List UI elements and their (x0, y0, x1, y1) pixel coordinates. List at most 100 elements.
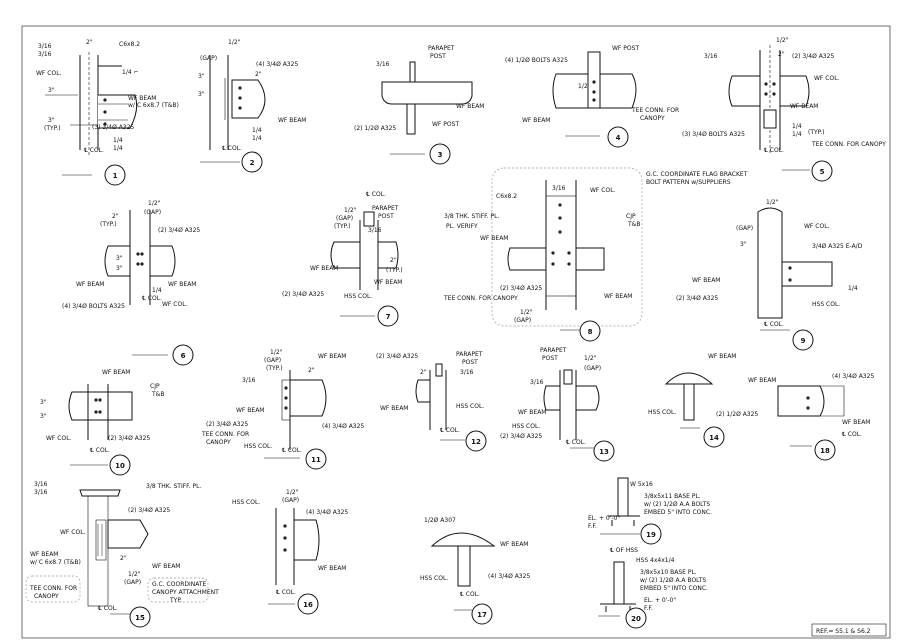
d4-label-1: (4) 1/2Ø BOLTS A325 (505, 57, 568, 64)
d15-label-17: ℄ COL. (98, 605, 118, 612)
d11-label-3: (TYP.) (266, 365, 283, 372)
d8-label-1: G.C. COORDINATE FLAG BRACKET (646, 171, 748, 178)
detail-16 (268, 508, 320, 615)
d10-label-3: T&B (151, 391, 164, 398)
detail-14 (664, 372, 725, 448)
d6-label-13: WF COL. (162, 301, 188, 308)
d9-label-10: ℄ COL. (764, 321, 784, 328)
d1-label-14: 1/4 (113, 145, 123, 152)
d11-label-11: HSS COL. (244, 443, 272, 450)
detail-6 (104, 210, 194, 366)
detail-7 (330, 211, 399, 327)
d6-label-8: WF BEAM (76, 281, 104, 288)
d6-label-6: 3" (116, 255, 123, 262)
d1-label-10: 3" (48, 117, 55, 124)
detail-15 (25, 489, 209, 628)
detail-number-10: 10 (115, 462, 125, 470)
d1-label-8: WF BEAM (128, 95, 156, 102)
d11-label-1: 1/2" (270, 349, 283, 356)
detail-number-12: 12 (471, 438, 481, 446)
d15-label-12: TEE CONN. FOR (29, 585, 77, 592)
d6-label-10: 1/4 (152, 287, 162, 294)
d4-label-5: TEE CONN. FOR (631, 107, 679, 114)
d20-label-5: EMBED 5" INTO CONC. (640, 585, 708, 592)
d8-label-10: WF BEAM (480, 235, 508, 242)
d20-label-2: HSS 4x4x1/4 (636, 557, 675, 564)
detail-number-6: 6 (181, 352, 186, 360)
d15-label-6: 2" (120, 555, 127, 562)
d8-label-5: WF COL. (590, 187, 616, 194)
d11-label-12: (4) 3/4Ø A325 (322, 423, 364, 430)
d6-label-9: WF BEAM (168, 281, 196, 288)
d12-label-6: WF BEAM (380, 405, 408, 412)
detail-number-20: 20 (631, 615, 641, 623)
detail-number-13: 13 (599, 448, 609, 456)
d3-label-2: POST (430, 53, 446, 60)
d3-label-4: WF BEAM (456, 103, 484, 110)
d7-label-5: (GAP) (336, 215, 353, 222)
d13-label-9: ℄ COL. (566, 439, 586, 446)
d6-label-12: (4) 3/4Ø BOLTS A325 (62, 303, 125, 310)
detail-number-8: 8 (588, 328, 593, 336)
d11-label-7: WF BEAM (236, 407, 264, 414)
d16-label-4: (4) 3/4Ø A325 (306, 509, 348, 516)
d10-label-4: 3" (40, 399, 47, 406)
d7-label-2: PARAPET (372, 205, 399, 212)
d10-label-1: WF BEAM (102, 369, 130, 376)
d1-label-9: w/ C 6x8.7 (T&B) (128, 102, 179, 109)
d9-label-8: HSS COL. (812, 301, 840, 308)
d11-label-10: CANOPY (206, 439, 231, 446)
d11-label-9: TEE CONN. FOR (201, 431, 249, 438)
d18-label-4: ℄ COL. (842, 431, 862, 438)
detail-19 (600, 477, 662, 545)
d17-label-2: WF BEAM (500, 541, 528, 548)
detail-number-17: 17 (477, 611, 487, 619)
detail-20 (598, 561, 647, 629)
d15-label-15: CANOPY ATTACHMENT (152, 589, 219, 596)
d7-label-6: (TYP.) (334, 223, 351, 230)
d8-label-9: T&B (627, 221, 640, 228)
d11-label-6: 3/16 (242, 377, 256, 384)
detail-number-5: 5 (820, 168, 825, 176)
detail-17 (430, 532, 496, 625)
d9-label-3: WF COL. (804, 223, 830, 230)
detail-12 (415, 363, 487, 452)
d5-label-10: 1/4 (792, 131, 802, 138)
d3-label-1: PARAPET (428, 45, 455, 52)
d15-label-10: 1/2" (128, 571, 141, 578)
d10-label-6: WF COL. (46, 435, 72, 442)
d15-label-16: TYP. (169, 597, 182, 604)
d15-label-5: (2) 3/4Ø A325 (128, 507, 170, 514)
d8-label-3: C6x8.2 (496, 193, 517, 200)
detail-number-2: 2 (250, 159, 255, 167)
d20-label-3: 3/8x5x10 BASE PL. (640, 569, 697, 576)
d12-label-2: PARAPET (456, 351, 483, 358)
d19-label-1: W 5x16 (630, 481, 653, 488)
d5-label-12: ℄ COL. (764, 147, 784, 154)
d12-label-5: 2" (420, 369, 427, 376)
d19-label-5: EL. + 0'-0" (588, 515, 620, 522)
d17-label-5: ℄ COL. (460, 591, 480, 598)
d15-label-9: WF BEAM (152, 563, 180, 570)
d1-label-5: WF COL. (36, 70, 62, 77)
reference-note: REF.= S5.1 & S6.2 (816, 628, 871, 635)
detail-number-7: 7 (386, 313, 391, 321)
d13-label-8: HSS COL. (512, 423, 540, 430)
d7-label-10: WF BEAM (310, 265, 338, 272)
d7-label-4: 1/2" (344, 207, 357, 214)
d13-label-4: (GAP) (584, 365, 601, 372)
d16-label-1: HSS COL. (232, 499, 260, 506)
detail-1 (45, 52, 138, 186)
detail-number-9: 9 (801, 337, 806, 345)
d7-label-11: WF BEAM (374, 279, 402, 286)
d18-label-2: (4) 3/4Ø A325 (832, 373, 874, 380)
d12-label-7: HSS COL. (456, 403, 484, 410)
detail-number-4: 4 (616, 134, 621, 142)
d15-label-1: 3/16 (34, 481, 48, 488)
d1-label-3: 2" (86, 39, 93, 46)
d5-label-11: TEE CONN. FOR CANOPY (811, 141, 886, 148)
d8-label-4: 3/16 (552, 185, 566, 192)
d18-label-1: WF BEAM (748, 377, 776, 384)
d20-label-6: EL. + 0'-0" (644, 597, 676, 604)
